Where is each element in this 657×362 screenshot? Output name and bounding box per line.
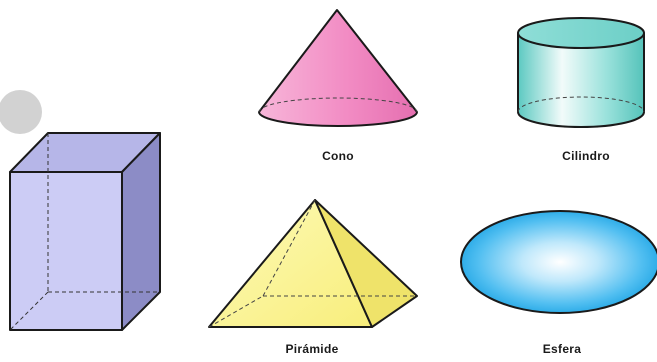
cylinder-top-face bbox=[518, 18, 644, 48]
cone-body bbox=[259, 10, 417, 126]
pyramid: Pirámide bbox=[209, 200, 417, 356]
sphere-label: Esfera bbox=[543, 342, 582, 356]
pyramid-label: Pirámide bbox=[285, 342, 338, 356]
prism-front-face bbox=[10, 172, 122, 330]
decorative-grey-circle bbox=[0, 90, 42, 134]
cone-label: Cono bbox=[322, 149, 354, 163]
cylinder: Cilindro bbox=[518, 18, 644, 163]
cone: Cono bbox=[259, 10, 417, 163]
rectangular-prism bbox=[10, 133, 160, 330]
cylinder-label: Cilindro bbox=[562, 149, 610, 163]
sphere: Esfera bbox=[461, 211, 657, 356]
sphere-body bbox=[461, 211, 657, 313]
